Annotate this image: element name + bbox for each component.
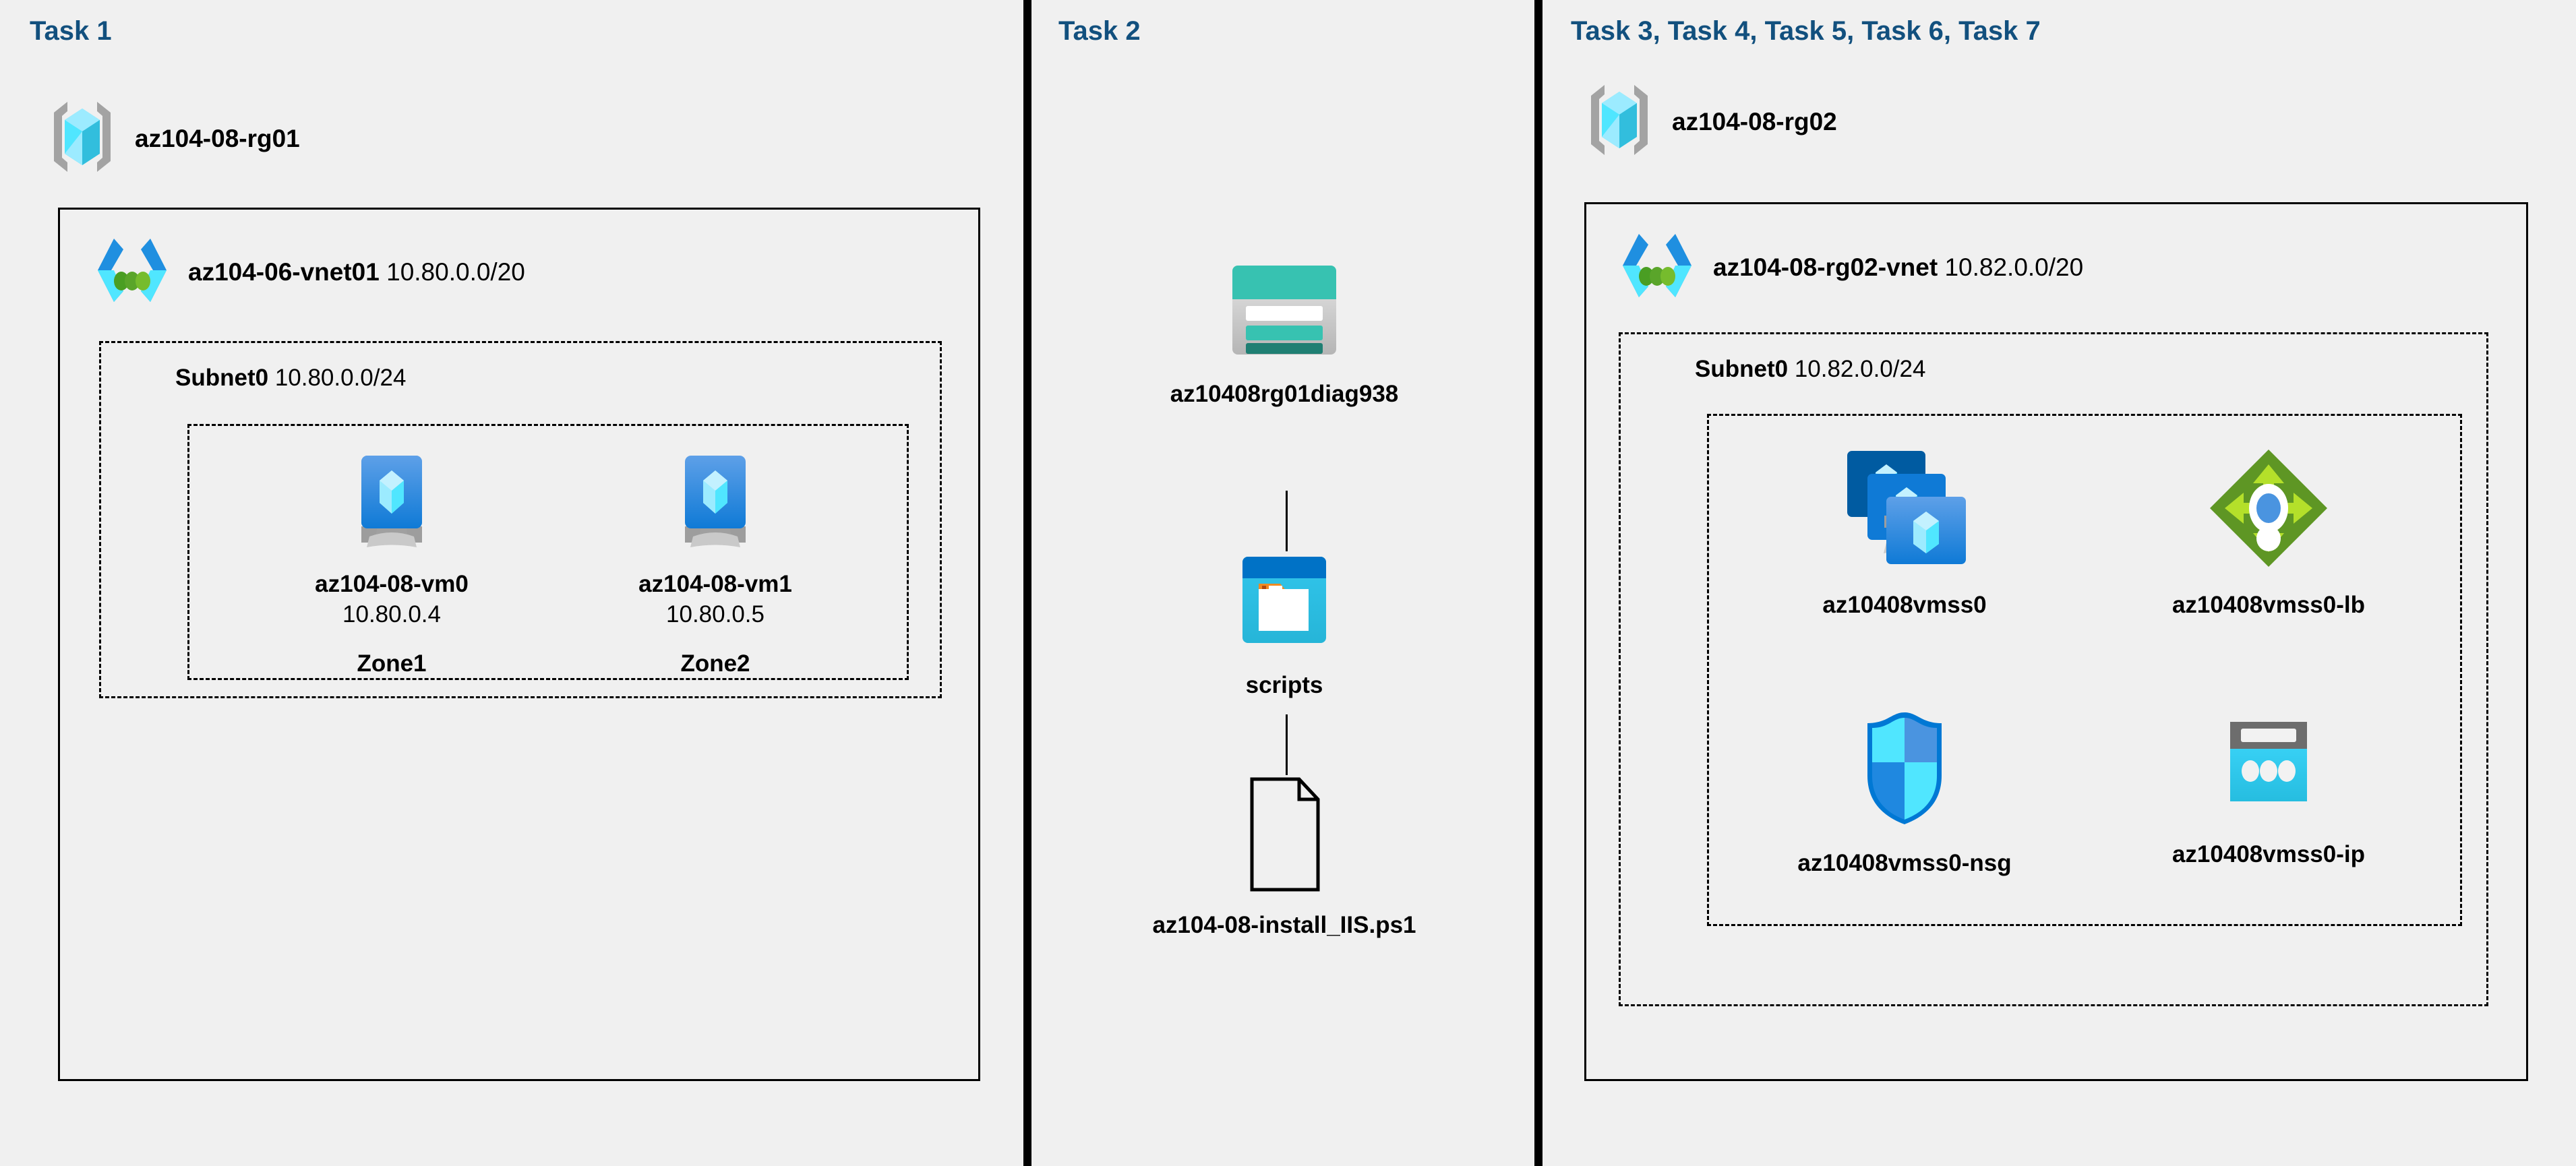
resource-group-header-rg02: az104-08-rg02 — [1584, 81, 1837, 162]
vm-node-az104-08-vm1[interactable]: az104-08-vm1 10.80.0.5 Zone2 — [607, 449, 823, 677]
vnet-label-az104-08-rg02-vnet: az104-08-rg02-vnet 10.82.0.0/20 — [1713, 253, 2084, 281]
public-ip-address-icon — [2211, 714, 2326, 825]
vm-ip-az104-08-vm0: 10.80.0.4 — [342, 601, 441, 627]
file-icon — [1237, 774, 1331, 898]
vm-zone-az104-08-vm0: Zone1 — [357, 650, 427, 677]
resource-group-header-rg01: az104-08-rg01 — [47, 98, 300, 179]
resource-group-icon — [47, 98, 117, 179]
vnet-box-az104-08-rg02-vnet: az104-08-rg02-vnet 10.82.0.0/20 Subnet0 … — [1584, 202, 2528, 1081]
network-security-group-icon — [1847, 706, 1962, 834]
vm-name-az104-08-vm0: az104-08-vm0 — [315, 571, 469, 597]
task-1-title: Task 1 — [30, 16, 112, 46]
vm-node-az104-08-vm0[interactable]: az104-08-vm0 10.80.0.4 Zone1 — [284, 449, 500, 677]
storage-account-node[interactable]: az10408rg01diag938 — [1106, 256, 1463, 410]
panel-task-1: Task 1 az104-08-rg01 — [0, 0, 1027, 1166]
task-3-7-title: Task 3, Task 4, Task 5, Task 6, Task 7 — [1571, 16, 2041, 46]
storage-account-name: az10408rg01diag938 — [1170, 381, 1399, 407]
subnet-box-task3: Subnet0 10.82.0.0/24 — [1619, 332, 2488, 1006]
nsg-name: az10408vmss0-nsg — [1797, 850, 2012, 876]
virtual-network-icon — [1619, 228, 1696, 306]
vnet-box-az104-06-vnet01: az104-06-vnet01 10.80.0.0/20 Subnet0 10.… — [58, 208, 980, 1081]
public-ip-node[interactable]: az10408vmss0-ip — [2114, 714, 2424, 870]
subnet-label-task1: Subnet0 10.80.0.0/24 — [175, 365, 407, 391]
subnet-label-task3: Subnet0 10.82.0.0/24 — [1695, 356, 1926, 382]
virtual-machine-icon — [341, 449, 442, 560]
blob-container-node[interactable]: scripts — [1106, 547, 1463, 701]
vm-ip-az104-08-vm1: 10.80.0.5 — [666, 601, 765, 627]
vnet-header-az104-08-rg02-vnet: az104-08-rg02-vnet 10.82.0.0/20 — [1619, 228, 2083, 306]
load-balancer-name: az10408vmss0-lb — [2171, 592, 2366, 618]
resources-box-task3: az10408vmss0 — [1707, 414, 2462, 926]
connector-container-to-file — [1286, 714, 1288, 775]
file-name: az104-08-install_IIS.ps1 — [1152, 912, 1416, 938]
resource-group-icon — [1584, 81, 1654, 162]
file-node[interactable]: az104-08-install_IIS.ps1 — [1106, 774, 1463, 941]
virtual-machine-icon — [665, 449, 766, 560]
task-2-title: Task 2 — [1058, 16, 1141, 46]
load-balancer-icon — [2205, 444, 2333, 576]
public-ip-name: az10408vmss0-ip — [2171, 841, 2366, 867]
resource-group-name-rg01: az104-08-rg01 — [135, 124, 300, 152]
subnet-box-task1: Subnet0 10.80.0.0/24 — [99, 341, 942, 698]
resource-group-name-rg02: az104-08-rg02 — [1672, 107, 1837, 135]
vnet-label-az104-06-vnet01: az104-06-vnet01 10.80.0.0/20 — [188, 257, 525, 286]
vnet-header-az104-06-vnet01: az104-06-vnet01 10.80.0.0/20 — [94, 233, 525, 311]
vm-zone-az104-08-vm1: Zone2 — [680, 650, 750, 677]
connector-storage-to-container — [1286, 491, 1288, 551]
panel-task-2: Task 2 az10 — [1027, 0, 1538, 1166]
blob-container-icon — [1230, 547, 1338, 658]
virtual-network-icon — [94, 233, 171, 311]
vmss-name: az10408vmss0 — [1822, 592, 1987, 618]
storage-account-icon — [1220, 256, 1348, 367]
nsg-node[interactable]: az10408vmss0-nsg — [1749, 706, 2060, 879]
vm-scale-set-icon — [1834, 444, 1975, 576]
load-balancer-node[interactable]: az10408vmss0-lb — [2114, 444, 2424, 621]
vmss-node[interactable]: az10408vmss0 — [1749, 444, 2060, 621]
vm-name-az104-08-vm1: az104-08-vm1 — [638, 571, 792, 597]
blob-container-name: scripts — [1245, 672, 1323, 698]
vm-group-box-task1: az104-08-vm0 10.80.0.4 Zone1 — [187, 424, 909, 680]
panel-task-3-7: Task 3, Task 4, Task 5, Task 6, Task 7 a… — [1538, 0, 2576, 1166]
